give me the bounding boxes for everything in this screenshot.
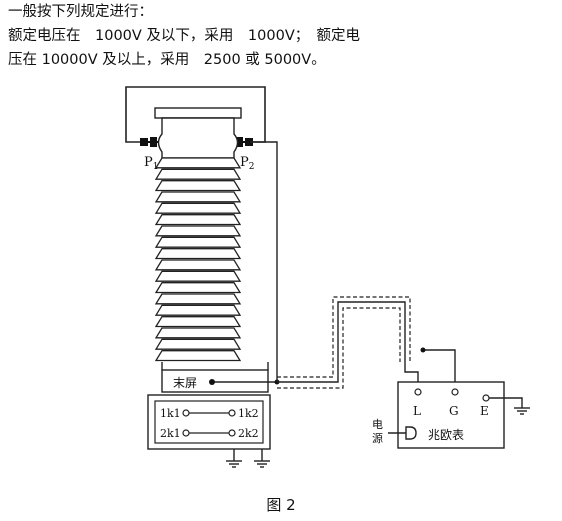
bushing-shed	[154, 282, 242, 294]
earth-lead	[489, 397, 523, 408]
bushing-shed	[154, 259, 242, 271]
terminal-1k1-label: 1k1	[160, 407, 181, 420]
power-label-1: 电	[372, 418, 383, 431]
bushing-shed	[154, 214, 242, 226]
megger-g-label: G	[449, 404, 459, 418]
bushing-shed	[154, 327, 242, 339]
bushing-shed	[154, 316, 242, 328]
guard-lead	[423, 349, 456, 390]
power-plug-icon	[388, 426, 417, 440]
bushing-shed	[154, 293, 242, 305]
ground-symbol-megger	[514, 407, 530, 415]
bushing-shed	[154, 270, 242, 282]
intro-line-3: 压在 10000V 及以上，采用 2500 或 5000V。	[8, 52, 326, 68]
bushing-shed	[154, 350, 242, 362]
intro-text: 一般按下列规定进行： 额定电压在 1000V 及以下，采用 1000V； 额定电…	[8, 0, 558, 72]
intro-line-1: 一般按下列规定进行：	[8, 4, 153, 20]
bushing-shed	[154, 202, 242, 214]
p2-label: P2	[240, 155, 254, 172]
p2-down-lead	[250, 141, 278, 382]
bushing-shed	[154, 180, 242, 192]
bushing-shed	[154, 168, 242, 180]
bushing-shed	[154, 225, 242, 237]
p1-label: P1	[144, 155, 158, 172]
p1-clamp	[140, 137, 160, 147]
bushing-shed	[154, 191, 242, 203]
terminal-1k2-label: 1k2	[238, 407, 259, 420]
figure-caption: 图 2	[266, 496, 296, 514]
megger-e-label: E	[480, 404, 489, 418]
bushing-head	[154, 107, 242, 159]
ground-symbol-left	[226, 449, 242, 468]
end-screen-housing	[161, 362, 269, 393]
guard-junction	[420, 347, 426, 353]
end-screen-terminal	[209, 379, 215, 385]
bushing-shed	[154, 157, 242, 169]
ground-symbol-right	[254, 449, 270, 468]
terminal-box	[147, 394, 271, 450]
intro-line-2: 额定电压在 1000V 及以下，采用 1000V； 额定电	[8, 28, 360, 44]
bushing-sheds	[154, 157, 242, 362]
shielded-cable	[277, 296, 419, 390]
bushing-shed	[154, 338, 242, 350]
terminal-2k2-label: 2k2	[238, 427, 259, 440]
bushing-shed	[154, 236, 242, 248]
end-screen-label: 末屏	[173, 376, 197, 390]
terminal-2k1-label: 2k1	[160, 427, 181, 440]
power-label-2: 源	[372, 431, 383, 445]
megger-l-label: L	[413, 404, 421, 418]
megger-name-label: 兆欧表	[428, 428, 464, 442]
bushing-shed	[154, 304, 242, 316]
bushing-shed	[154, 248, 242, 260]
